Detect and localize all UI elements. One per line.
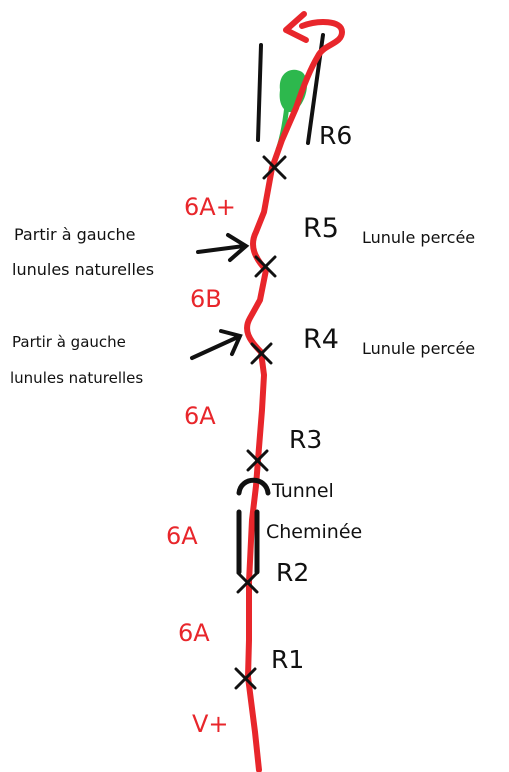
note-pitch-6-line-2: lunules naturelles (12, 260, 154, 279)
feature-pierced-thread-r5: Lunule percée (362, 228, 475, 247)
belay-cross-r5 (254, 255, 277, 278)
belay-cross-r4 (250, 342, 273, 365)
note-pitch-5-line-1: Partir à gauche (12, 333, 126, 351)
note-pitch-6-line-1: Partir à gauche (14, 225, 135, 244)
belay-label-r4: R4 (303, 324, 339, 355)
tunnel-arch-icon (236, 477, 271, 496)
arrow-right-icon (196, 233, 250, 262)
belay-label-r2: R2 (276, 558, 309, 587)
corner-wall-left (256, 43, 263, 142)
grade-pitch-4: 6A (184, 402, 216, 430)
belay-label-r3: R3 (289, 425, 322, 454)
feature-tunnel: Tunnel (271, 480, 334, 502)
grade-pitch-3: 6A (166, 522, 198, 550)
grade-pitch-2: 6A (178, 619, 210, 647)
belay-cross-r3 (246, 449, 269, 472)
grade-pitch-6: 6A+ (184, 193, 236, 221)
belay-cross-r1 (234, 667, 257, 690)
feature-pierced-thread-r4: Lunule percée (362, 339, 475, 358)
route-arrow-icon (283, 11, 309, 43)
arrow-right-icon (190, 329, 243, 360)
note-pitch-5-line-2: lunules naturelles (10, 369, 143, 387)
belay-cross-r6 (262, 155, 287, 180)
grade-pitch-5: 6B (190, 285, 222, 313)
grade-pitch-1: V+ (192, 710, 229, 738)
belay-label-r6: R6 (319, 121, 352, 150)
feature-chimney: Cheminée (266, 521, 362, 543)
belay-label-r1: R1 (271, 645, 304, 674)
belay-label-r5: R5 (303, 213, 339, 244)
belay-cross-r2 (236, 571, 259, 594)
